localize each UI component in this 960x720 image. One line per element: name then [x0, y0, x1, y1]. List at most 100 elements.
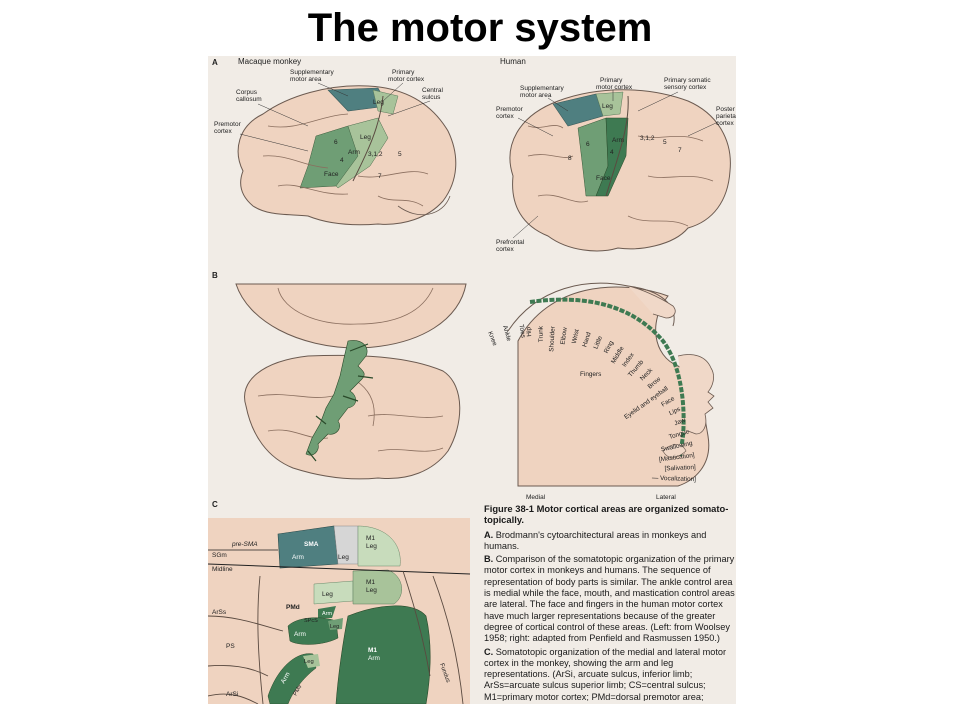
human-label-prefrontal-1: Prefrontal [496, 239, 525, 246]
monkey-label-corpus-1: Corpus [236, 89, 258, 96]
monkey-label-leg-top: Leg [373, 99, 384, 106]
panel-c-midline [208, 563, 471, 575]
homunculus-label: [Salivation] [664, 464, 696, 472]
panel-letter-c: C [212, 500, 218, 509]
monkey-label-area312: 3,1,2 [368, 151, 383, 158]
homunculus-label: Shoulder [548, 325, 557, 352]
caption-b-text: Comparison of the somatotopic organizati… [484, 554, 735, 644]
human-tongue [662, 444, 687, 458]
caption-c-text: Somatotopic organization of the medial a… [484, 646, 727, 701]
human-label-premotor-2: cortex [496, 113, 514, 120]
human-sulci [527, 125, 714, 227]
label-sgm: SGm [212, 552, 227, 559]
human-label-posterior-2: parieta [716, 113, 736, 120]
homunculus-label: Lips [668, 406, 682, 417]
homunculus-label: Hip [525, 326, 533, 337]
label-medial: Medial [526, 494, 546, 501]
label-sma: SMA [304, 541, 319, 548]
label-ps: PS [226, 643, 235, 650]
homunculus-label: Little [593, 335, 605, 351]
human-label-prefrontal-2: cortex [496, 246, 514, 253]
label-m1-top-leg: Leg [366, 543, 377, 550]
monkey-sulci [262, 113, 429, 207]
monkey-area4 [335, 117, 389, 189]
caption-b-key: B. [484, 554, 494, 565]
caption-heading: Figure 38-1 Motor cortical areas are org… [484, 503, 736, 526]
pmd-leg-small [328, 618, 343, 630]
monkey-label-sma-2: motor area [290, 76, 322, 83]
label-m1-mid-leg: Leg [366, 587, 377, 594]
human-label-area7: 7 [678, 147, 682, 154]
monkey-brain-lateral-sulci [257, 375, 444, 452]
pmd-arm-region [287, 617, 339, 645]
pmd-arm-small [318, 606, 336, 618]
monkey-label-premotor-1: Premotor [214, 121, 242, 128]
human-central-sulcus [605, 95, 629, 197]
monkey-label-corpus-2: callosum [236, 96, 262, 103]
caption-a-key: A. [484, 529, 494, 540]
panel-letter-a: A [212, 58, 218, 67]
label-arsi: ArSi [226, 691, 238, 698]
caption-heading-key: Figure 38-1 [484, 503, 535, 514]
human-label-posterior-3: cortex [716, 120, 734, 127]
monkey-label-area7: 7 [378, 173, 382, 180]
human-label-somatic-1: Primary somatic [664, 77, 711, 84]
label-m1-big-arm: Arm [368, 655, 380, 662]
m1-leg-mid [352, 569, 402, 605]
label-midline: Midline [212, 566, 233, 573]
human-brain [509, 89, 731, 252]
homunculus-leg-label: Knee [486, 330, 498, 347]
human-label-area8: 8 [568, 155, 572, 162]
label-arm-small: Arm [322, 611, 333, 617]
human-label-primary-2: motor cortex [596, 84, 633, 91]
pmv-leg-region [303, 654, 320, 668]
label-m1-mid: M1 [366, 579, 375, 586]
caption-paragraph-c: C. Somatotopic organization of the media… [484, 647, 736, 701]
panel-letter-b: B [212, 271, 218, 280]
human-label-posterior-1: Poster [716, 106, 736, 113]
panel-c-sulci [208, 570, 464, 704]
monkey-label-arm: Arm [348, 149, 360, 156]
monkey-label-area6: 6 [334, 139, 338, 146]
monkey-label-primary-2: motor cortex [388, 76, 425, 83]
monkey-label-primary-1: Primary [392, 69, 415, 76]
monkey-label-area4: 4 [340, 157, 344, 164]
human-label-area6: 6 [586, 141, 590, 148]
human-label-arm: Arm [612, 137, 624, 144]
human-label-primary-1: Primary [600, 77, 623, 84]
human-label-somatic-2: sensory cortex [664, 84, 707, 91]
caption-a-text: Brodmann's cytoarchitectural areas in mo… [484, 529, 707, 551]
homunculus-strip [529, 297, 686, 457]
label-lateral: Lateral [656, 494, 676, 501]
panel-c: C SGm pre-SMA Midline SMA Arm Leg M1 Leg… [208, 500, 471, 704]
label-spcs: SPcS [304, 618, 318, 624]
label-arsa: ArSs [212, 609, 227, 616]
homunculus-label: Jaw [673, 417, 686, 428]
monkey-label-sma-1: Supplementary [290, 69, 334, 76]
monkey-brain-lateral [244, 354, 461, 480]
m1-arm-big [335, 605, 431, 704]
label-pmd: PMd [286, 604, 300, 611]
monkey-central-sulcus [352, 95, 384, 182]
monkey-label-central-2: sulcus [422, 94, 441, 101]
leg-mid-region [313, 580, 354, 605]
label-leg-mid: Leg [322, 591, 333, 598]
human-label-leg: Leg [602, 103, 613, 110]
human-label-premotor-1: Premotor [496, 106, 524, 113]
monkey-brain-top-view [235, 283, 467, 349]
human-label-area312: 3,1,2 [640, 135, 655, 142]
panel-a-monkey: A Macaque monkey Corpus callosum Supplem… [212, 57, 457, 226]
label-sma-leg: Leg [338, 554, 349, 561]
monkey-leader-lines [239, 82, 431, 152]
homunculus-label: Trunk [537, 325, 544, 342]
human-label-area4: 4 [610, 149, 614, 156]
label-pmv-leg: Leg [304, 659, 314, 665]
monkey-cerebellum [397, 195, 451, 215]
label-m1-big: M1 [368, 647, 377, 654]
label-arm-pmd: Arm [294, 631, 306, 638]
homunculus-label: Hand [581, 331, 592, 348]
homunculus-label: [Mastication] [659, 452, 696, 464]
pmv-arm-region [267, 653, 317, 704]
human-hand-drawing [627, 285, 676, 319]
